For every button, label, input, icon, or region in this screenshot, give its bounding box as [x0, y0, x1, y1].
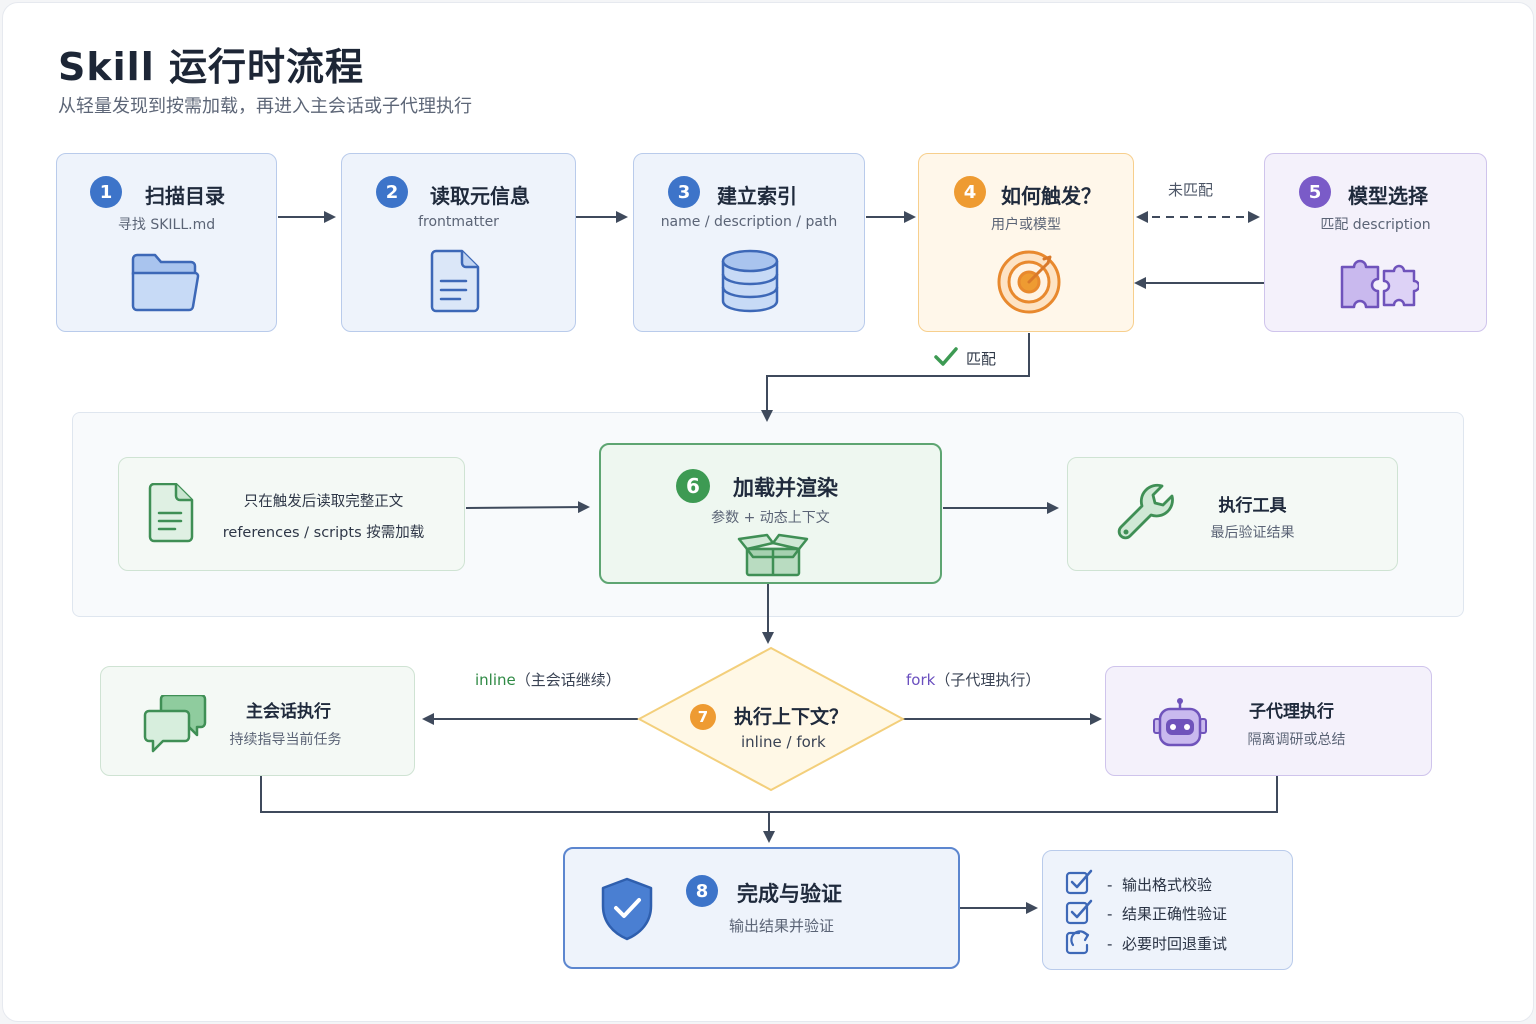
step-number-badge: 1 — [90, 176, 122, 208]
step-context-decision-diamond[interactable] — [637, 646, 905, 792]
checklist-item-1: - 输出格式校验 — [1107, 876, 1212, 894]
load-note-line-1: 只在触发后读取完整正文 — [243, 494, 404, 510]
main-session-card[interactable]: 主会话执行 持续指导当前任务 — [100, 666, 415, 776]
open-box-icon — [737, 533, 809, 577]
execute-tools-card[interactable]: 执行工具 最后验证结果 — [1067, 457, 1398, 571]
subagent-subtitle: 隔离调研或总结 — [1247, 732, 1346, 748]
step-complete-verify-card[interactable]: 8 完成与验证 输出结果并验证 — [563, 847, 960, 969]
step-subtitle: name / description / path — [660, 214, 838, 230]
tools-subtitle: 最后验证结果 — [1210, 525, 1295, 541]
step-subtitle: frontmatter — [418, 214, 499, 230]
puzzle-icon — [1340, 259, 1419, 309]
step-trigger-card[interactable]: 4 如何触发？ 用户或模型 — [918, 153, 1134, 332]
fork-keyword: fork — [906, 671, 936, 689]
checklist-item-3: - 必要时回退重试 — [1107, 935, 1227, 953]
step-number-badge: 2 — [376, 176, 408, 208]
step-number-badge: 3 — [668, 176, 700, 208]
step-number-badge: 8 — [686, 875, 718, 907]
page-title: Skill 运行时流程 — [58, 45, 364, 89]
folder-icon — [131, 253, 200, 312]
load-note-card: 只在触发后读取完整正文 references / scripts 按需加载 — [118, 457, 465, 571]
step-title: 读取元信息 — [430, 184, 530, 208]
step-title: 扫描目录 — [145, 184, 225, 208]
robot-icon — [1153, 698, 1207, 747]
step-title: 模型选择 — [1348, 184, 1428, 208]
chat-bubbles-icon — [143, 695, 207, 753]
database-icon — [721, 249, 779, 313]
step-load-render-card[interactable]: 6 加载并渲染 参数 + 动态上下文 — [599, 443, 942, 584]
step-build-index-card[interactable]: 3 建立索引 name / description / path — [633, 153, 865, 332]
arrow-4-6 — [761, 333, 1030, 422]
step-title: 建立索引 — [717, 184, 797, 208]
step-title: 加载并渲染 — [733, 476, 838, 500]
step-subtitle: 用户或模型 — [991, 217, 1061, 233]
inline-note: （主会话继续） — [515, 671, 621, 689]
step-number-badge: 7 — [690, 704, 716, 730]
decision-subtitle: inline / fork — [741, 733, 826, 751]
step-number-badge: 4 — [954, 176, 986, 208]
decision-title: 执行上下文？ — [734, 706, 849, 728]
edge-label-unmatched: 未匹配 — [1168, 181, 1214, 199]
step-subtitle: 参数 + 动态上下文 — [711, 510, 830, 526]
target-icon — [997, 250, 1061, 314]
checklist-item-text: 结果正确性验证 — [1121, 905, 1227, 923]
step-read-metadata-card[interactable]: 2 读取元信息 frontmatter — [341, 153, 576, 332]
step-scan-directory-card[interactable]: 1 扫描目录 寻找 SKILL.md — [56, 153, 277, 332]
main-session-subtitle: 持续指导当前任务 — [229, 732, 342, 748]
wrench-icon — [1117, 483, 1174, 540]
checklist-item-text: 必要时回退重试 — [1121, 935, 1227, 953]
step-subtitle: 输出结果并验证 — [729, 917, 835, 935]
step-number-badge: 5 — [1299, 176, 1331, 208]
edge-label-fork: fork（子代理执行） — [906, 669, 1040, 690]
shield-check-icon — [601, 877, 653, 941]
checkbox-retry-icon — [1065, 930, 1090, 955]
load-note-line-2: references / scripts 按需加载 — [222, 525, 425, 541]
checkbox-checked-icon — [1065, 869, 1093, 895]
subagent-title: 子代理执行 — [1249, 702, 1334, 722]
edge-label-matched: 匹配 — [966, 350, 997, 368]
checklist-item-text: 输出格式校验 — [1121, 876, 1212, 894]
edge-label-inline: inline（主会话继续） — [475, 669, 621, 690]
verification-checklist-card: - 输出格式校验 - 结果正确性验证 - 必要时回退重试 — [1042, 850, 1293, 970]
step-title: 如何触发？ — [1001, 184, 1101, 208]
checkbox-checked-icon — [1065, 899, 1093, 925]
step-subtitle: 寻找 SKILL.md — [117, 217, 216, 233]
step-subtitle: 匹配 description — [1320, 217, 1431, 233]
step-title: 完成与验证 — [737, 882, 842, 906]
fork-note: （子代理执行） — [935, 671, 1041, 689]
main-session-title: 主会话执行 — [246, 702, 331, 722]
tools-title: 执行工具 — [1218, 496, 1287, 516]
step-number-badge: 6 — [676, 469, 710, 503]
inline-keyword: inline — [475, 671, 516, 689]
subagent-card[interactable]: 子代理执行 隔离调研或总结 — [1105, 666, 1432, 776]
checklist-item-2: - 结果正确性验证 — [1107, 905, 1227, 923]
page-subtitle: 从轻量发现到按需加载，再进入主会话或子代理执行 — [58, 96, 472, 117]
check-icon — [934, 347, 958, 366]
arrow-note-6 — [465, 501, 590, 514]
step-model-select-card[interactable]: 5 模型选择 匹配 description — [1264, 153, 1487, 332]
document-icon — [148, 483, 194, 543]
document-icon — [430, 249, 480, 313]
